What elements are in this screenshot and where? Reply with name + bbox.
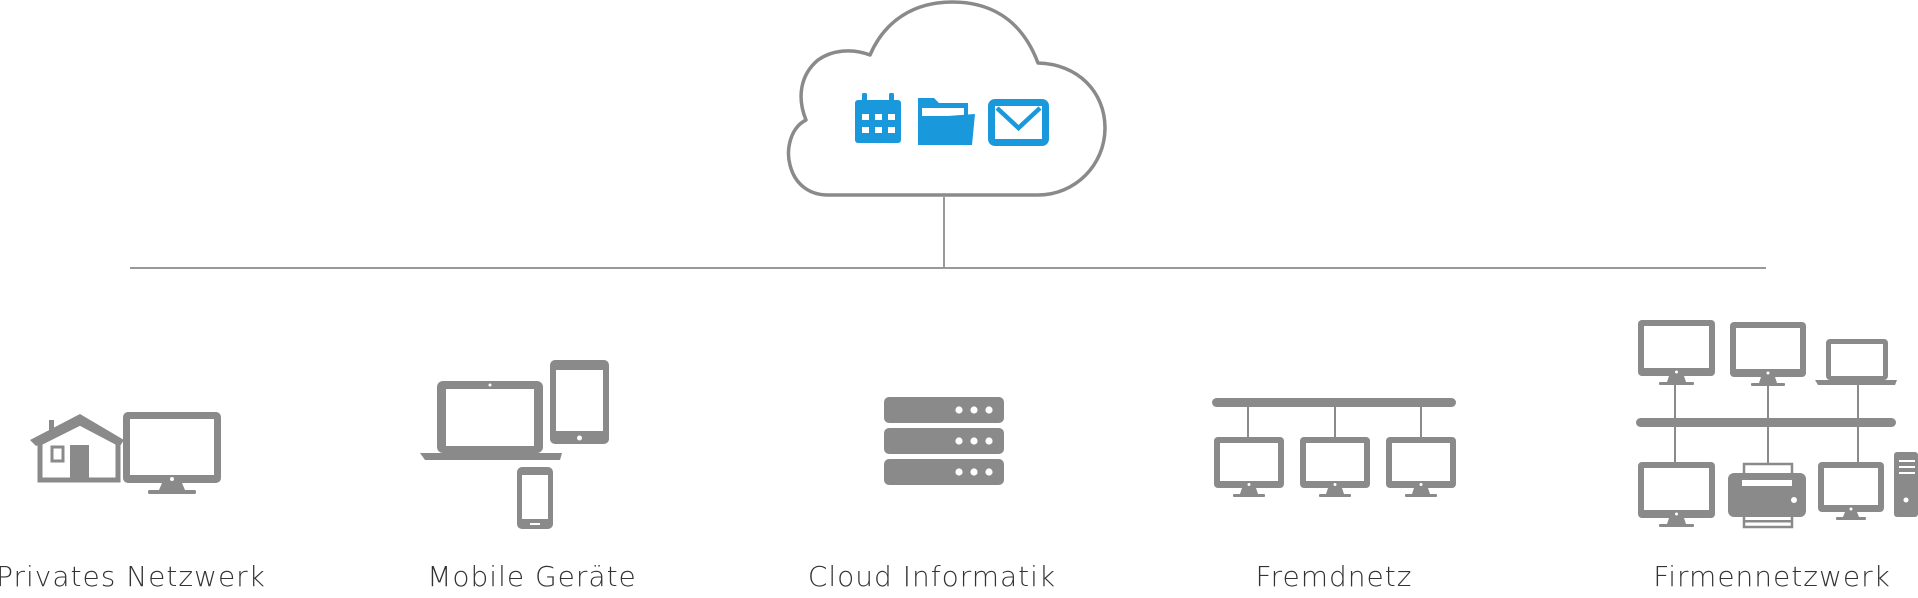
label-company-network: Firmennetzwerk xyxy=(1653,560,1891,593)
mail-icon xyxy=(988,99,1049,146)
network-monitors-icon xyxy=(1212,398,1456,497)
label-private-network: Privates Netzwerk xyxy=(0,560,266,593)
cloud-outline xyxy=(786,0,1107,197)
connectors xyxy=(130,197,1766,269)
laptop-tablet-phone-icon xyxy=(420,360,609,529)
folder-icon xyxy=(918,98,975,145)
company-network-icon xyxy=(1636,320,1918,529)
calendar-icon xyxy=(855,93,901,143)
house-and-monitor-icon xyxy=(30,412,221,494)
server-stack-icon xyxy=(884,397,1004,485)
label-foreign-network: Fremdnetz xyxy=(1255,560,1413,593)
label-cloud-informatics: Cloud Informatik xyxy=(807,560,1057,593)
cloud xyxy=(786,0,1107,197)
label-mobile-devices: Mobile Geräte xyxy=(427,560,637,593)
